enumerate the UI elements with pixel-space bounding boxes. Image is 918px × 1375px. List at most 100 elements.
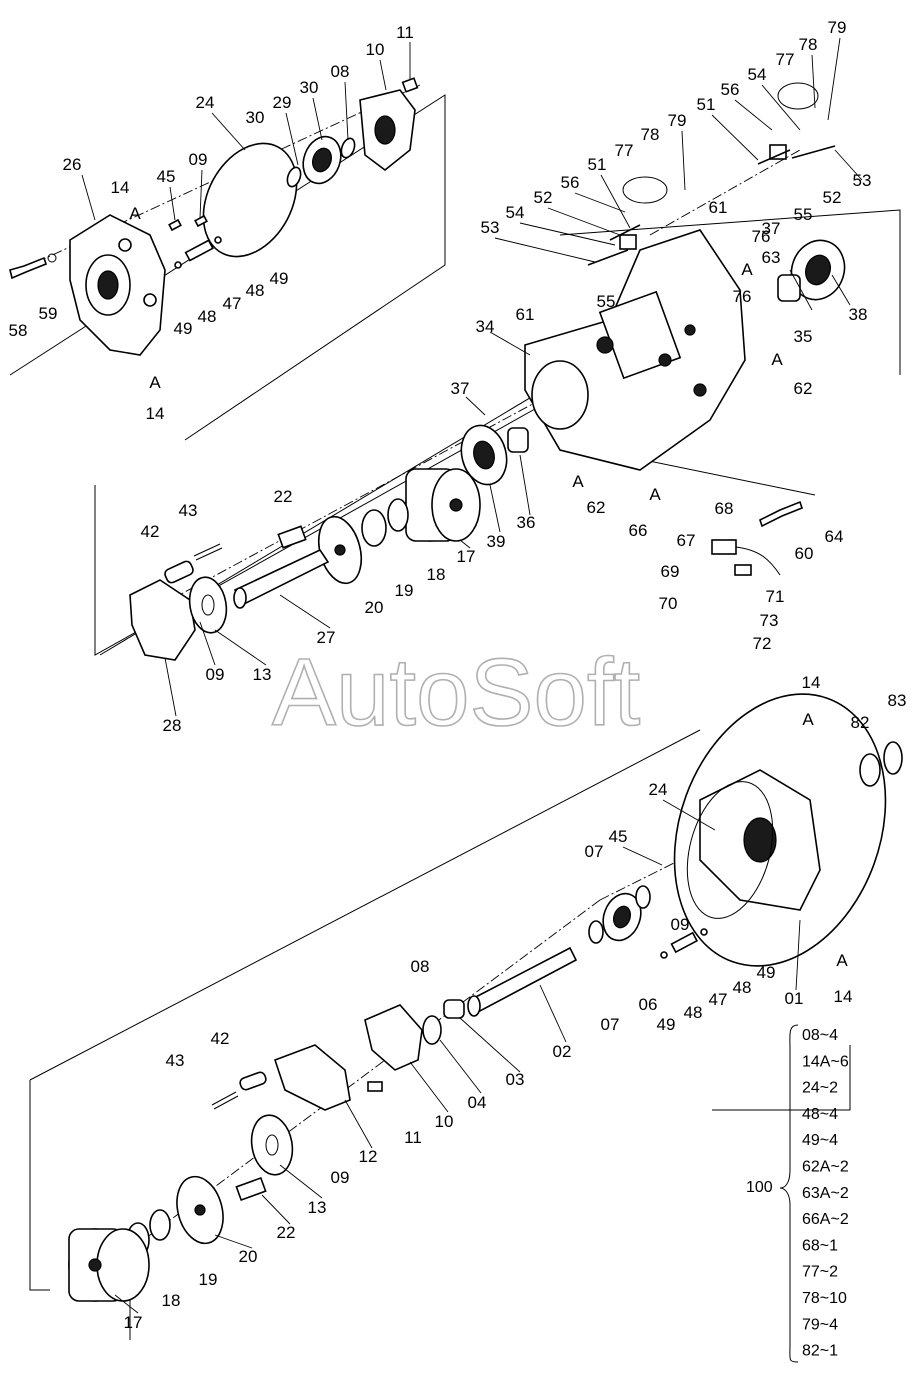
part-label: 24 <box>649 780 668 799</box>
shaft-02 <box>467 946 578 1017</box>
part-label: 77 <box>615 141 634 160</box>
part-label: 34 <box>476 317 495 336</box>
part-label: 36 <box>517 513 536 532</box>
collar-03-ring-04 <box>422 999 465 1045</box>
part-label: 19 <box>395 581 414 600</box>
kit-items: 08~414A~624~248~449~462A~263A~266A~268~1… <box>802 1027 849 1360</box>
part-label: 78 <box>799 35 818 54</box>
part-label: 62 <box>794 379 813 398</box>
flange-housing-01 <box>673 693 887 967</box>
gasket-24-lower <box>686 781 774 919</box>
part-label: 39 <box>487 532 506 551</box>
gasket-24-upper <box>202 142 298 258</box>
part-label: 70 <box>659 594 678 613</box>
retainer-plate-20-upper <box>317 515 363 585</box>
part-label: 14 <box>834 987 853 1006</box>
part-label: 78 <box>641 125 660 144</box>
part-label: 12 <box>359 1147 378 1166</box>
part-label: 51 <box>588 155 607 174</box>
servo-12 <box>273 1044 351 1111</box>
part-label: 13 <box>253 665 272 684</box>
part-label: 47 <box>709 990 728 1009</box>
part-label: 20 <box>239 1247 258 1266</box>
part-label: 29 <box>273 93 292 112</box>
part-label: 48 <box>246 281 265 300</box>
part-label: 14 <box>146 404 165 423</box>
part-label: 72 <box>753 634 772 653</box>
part-label: 76 <box>752 227 771 246</box>
plate-10-upper <box>359 89 416 172</box>
part-label: 60 <box>795 544 814 563</box>
cylinder-block-17-lower <box>68 1228 150 1302</box>
part-label: 45 <box>609 827 628 846</box>
part-label: 83 <box>888 691 907 710</box>
part-label: 59 <box>39 304 58 323</box>
part-label: 69 <box>661 562 680 581</box>
snap-rings-07 <box>588 885 651 944</box>
part-label: 06 <box>639 995 658 1014</box>
part-label: 77 <box>776 50 795 69</box>
part-label: 14 <box>111 178 130 197</box>
part-label: 22 <box>277 1223 296 1242</box>
part-label: 27 <box>317 628 336 647</box>
part-label: 09 <box>331 1168 350 1187</box>
part-label: 49 <box>757 963 776 982</box>
part-label: 52 <box>534 188 553 207</box>
part-label: 30 <box>246 108 265 127</box>
piston-22-lower <box>235 1176 267 1202</box>
part-label: 37 <box>451 379 470 398</box>
washer-13-lower <box>250 1114 294 1176</box>
part-label: 24 <box>196 93 215 112</box>
kit-item: 14A~6 <box>802 1053 849 1070</box>
part-label: A <box>836 951 848 970</box>
part-label: 03 <box>506 1070 525 1089</box>
screw-11-lower <box>367 1081 383 1092</box>
part-label: 04 <box>468 1093 487 1112</box>
part-label: 47 <box>223 294 242 313</box>
part-label: 48 <box>733 978 752 997</box>
part-label: 56 <box>561 173 580 192</box>
part-label: 07 <box>585 842 604 861</box>
seals-47-49-upper <box>168 214 222 269</box>
part-label: 62 <box>587 498 606 517</box>
part-label: 63 <box>762 248 781 267</box>
part-label: 49 <box>657 1015 676 1034</box>
part-label: 01 <box>785 989 804 1008</box>
part-label: 79 <box>668 111 687 130</box>
kit-item: 82~1 <box>802 1343 838 1360</box>
part-label: 42 <box>211 1029 230 1048</box>
seals-47-49-lower <box>660 928 708 959</box>
bearing-29-upper <box>302 135 342 185</box>
part-label: 61 <box>709 198 728 217</box>
part-label: 73 <box>760 611 779 630</box>
part-label: 28 <box>163 716 182 735</box>
part-label: 08 <box>411 957 430 976</box>
part-label: 14 <box>802 673 821 692</box>
bolt-60 <box>759 500 803 528</box>
part-label: 09 <box>206 665 225 684</box>
kit-item: 24~2 <box>802 1080 838 1097</box>
washer-13-upper <box>188 576 228 634</box>
part-label: 45 <box>157 167 176 186</box>
kit-item: 63A~2 <box>802 1185 849 1202</box>
part-label: A <box>802 710 814 729</box>
bolt-58 <box>9 253 57 280</box>
part-label: 71 <box>766 587 785 606</box>
part-label: 48 <box>198 307 217 326</box>
part-label: 19 <box>199 1270 218 1289</box>
part-label: 76 <box>733 287 752 306</box>
part-label: 20 <box>365 598 384 617</box>
kit-item: 48~4 <box>802 1106 838 1123</box>
kit-list: 100 08~414A~624~248~449~462A~263A~266A~2… <box>746 1024 849 1363</box>
bearing-38 <box>790 239 846 301</box>
part-label: 10 <box>366 40 385 59</box>
part-label: 43 <box>179 501 198 520</box>
kit-number: 100 <box>746 1179 773 1196</box>
part-label: A <box>129 204 141 223</box>
part-label: 67 <box>677 531 696 550</box>
screw-11-upper <box>401 77 419 93</box>
part-label: 43 <box>166 1051 185 1070</box>
part-label: 51 <box>697 95 716 114</box>
rear-cover-26 <box>69 214 166 356</box>
